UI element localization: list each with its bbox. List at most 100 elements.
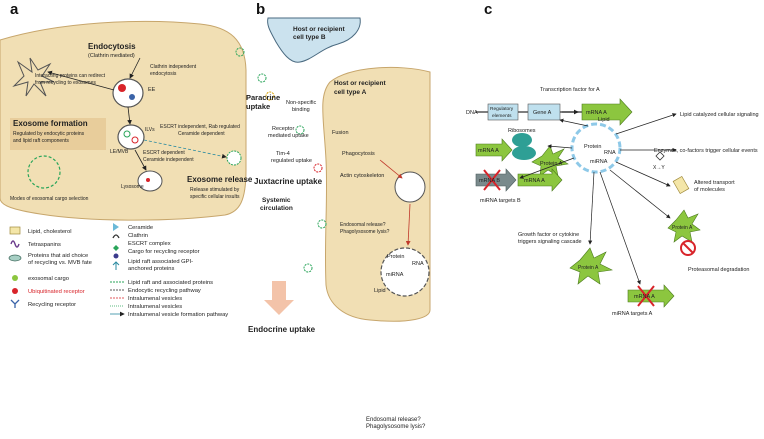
panel-a: a Endocytosis (Clathrin mediated) Clathr… [0,1,253,221]
ceramide-icon [113,223,119,231]
phagosome [394,171,426,203]
endosomal-line1: Endosomal release? [340,222,386,228]
c-protein-label: Protein [584,144,601,150]
endocrine-label: Endocrine uptake [248,325,316,334]
xy-label: X→Y [653,165,665,171]
legend-left-4: exosomal cargo [28,276,69,282]
growth-protein-label: Protein A [578,265,599,271]
arrow-mvb-lyso [134,149,147,171]
clathrin-mediated-label: (Clathrin mediated) [88,53,135,59]
lysosome-dot [146,178,150,182]
cargo-dot [303,263,313,273]
non-specific-line2: binding [292,107,310,113]
host-a-line2: cell type A [334,89,367,96]
mrna-a-bottom-label: mRNA A [634,294,655,300]
panel-c: c [466,1,759,317]
footer-line2: Phagolysosome lysis? [366,424,426,430]
actin-label: Actin cytoskeleton [340,173,384,179]
arrow-c-proteasome [609,169,671,219]
exosome-formation-label: Exosome formation [13,119,88,128]
arrow-release [143,139,227,159]
cargo-dot [313,163,323,173]
host-b-line2: cell type B [293,34,326,41]
legend-right-9: Intralumenal vesicles [128,304,182,310]
panel-b: b Host or recipient cell type B Paracrin… [235,1,431,334]
non-specific-line1: Non-specific [286,100,317,106]
legend-left-1: Tetraspanins [28,242,61,248]
cargo-dot [295,125,305,135]
cargo-recycling-icon [113,253,119,259]
ilvs-label: ILVs [145,127,155,133]
arrow-phago [379,159,403,179]
b-protein-label: Protein [387,254,404,260]
legend-right-5: anchored proteins [128,266,175,272]
receptor-line1: Receptor [272,126,294,132]
dna-label: DNA [466,110,478,116]
regulatory-box [487,103,519,121]
arrow-c-ribo [547,144,573,149]
gene-a-label: Gene A [533,110,552,116]
release-vesicle [226,150,242,166]
arrow-endocytosis [129,57,141,79]
legend-right-2: ESCRT complex [128,241,171,247]
recycling-receptor-icon [10,299,20,308]
panel-c-letter: c [484,1,492,18]
arrow-c-lipid [615,113,677,135]
arrow-recycle [47,70,115,91]
legend-right-4: Lipid raft associated GPI- [128,259,193,265]
legend-left-6: Recycling receptor [28,302,76,308]
arrow-ee-mvb [127,106,132,125]
protein-choice-icon [8,254,22,262]
exosome-formation-box [10,118,106,150]
b-rna-label: RNA [412,261,424,267]
endocrine-arrow [264,281,294,315]
ribosome-icon [512,133,532,147]
legend-left-5: Ubiquitinated receptor [28,289,85,295]
altered-line1: Altered transport [694,180,735,186]
legend-right-6: Lipid raft and associated proteins [128,280,213,286]
endocytosis2-label: endocytosis [150,71,177,77]
host-b-line1: Host or recipient [293,26,345,33]
ribosomes-label: Ribosomes [508,128,536,134]
ribosome-icon [512,146,536,160]
paracrine-label: Paracrine [246,93,280,102]
regulated-line2: and lipid raft components [13,138,69,144]
gpi-icon [112,261,120,270]
mrna-a-left-label: mRNA A [478,148,499,154]
c-lipid-label: Lipid [598,117,610,123]
le-mvb-label: LE/MVB [110,149,129,155]
mrna-a-top-arrow [581,98,633,126]
cargo-dot [265,91,275,101]
ee-vesicle [118,84,126,92]
altered-line2: of molecules [694,187,725,193]
receptor-line2: mediated uptake [268,133,309,139]
protein-a-star [531,145,569,177]
mrna-a-bottom-arrow [627,284,675,308]
no-sign-icon [680,240,696,256]
fusion-label: Fusion [332,130,349,136]
mrna-b-label: mRNA B [479,178,500,184]
legend-right-7: Endocytic recycling pathway [128,288,201,294]
proteasome-star [667,209,701,243]
c-rna-label: RNA [604,150,616,156]
endosomal-line2: Phagolysosome lysis? [340,229,390,235]
lipid-icon [9,226,21,235]
phagocytosis-label: Phagocytosis [342,151,375,157]
lipid-signal-label: Lipid catalyzed cellular signaling [680,112,759,118]
ee-label: EE [148,87,156,93]
regulatory-line2: elements [492,113,512,119]
interacting-line2: from recycling to exosomes [35,80,96,86]
legend-right-1: Clathrin [128,233,148,239]
host-b-cell [267,17,361,63]
legend-left-2: Proteins that aid choice [28,253,88,259]
mvb [117,124,145,150]
arrow-c-dna [559,118,589,127]
ilv [123,130,131,138]
enzymes-label: Enzymes, co-factors trigger cellular eve… [654,148,758,154]
c-mirna-label: miRNA [590,159,608,165]
cargo-selection-circle [27,155,61,189]
gene-a-box [527,103,561,121]
lysosome-label: Lysosome [121,184,144,190]
protein-a-label: Protein A [540,161,563,167]
